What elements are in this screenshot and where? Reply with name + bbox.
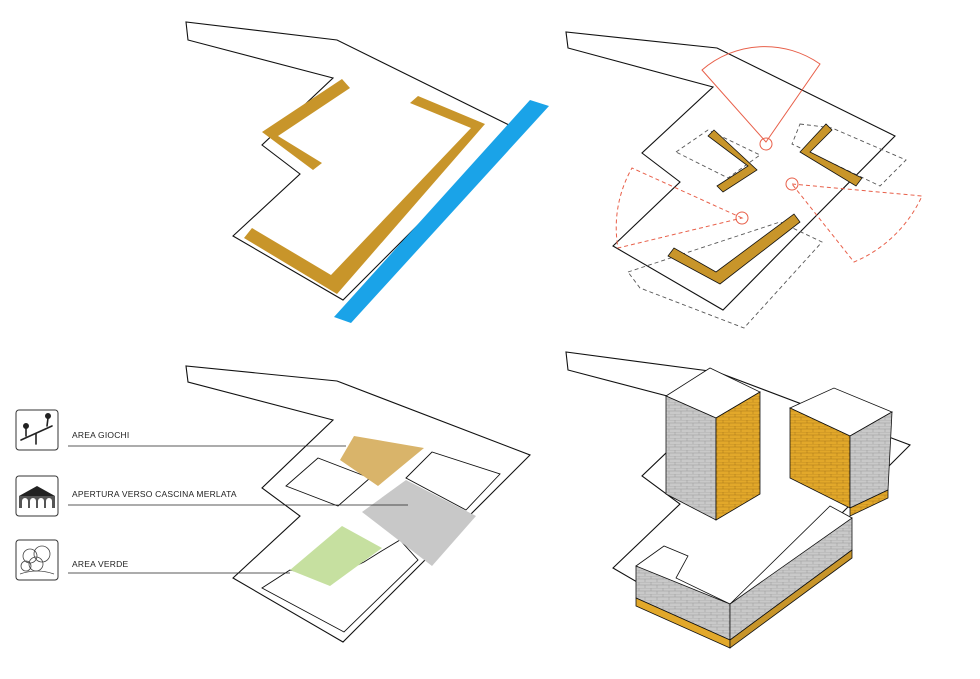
legend-item-area-giochi: AREA GIOCHI: [15, 409, 129, 451]
seesaw-playground-icon: [15, 409, 59, 451]
legend-item-apertura: APERTURA VERSO CASCINA MERLATA: [15, 475, 237, 517]
panel-functional-areas: AREA GIOCHI APERTURA VERSO CASCINA MERLA…: [15, 365, 531, 643]
building-edge-east: [244, 96, 485, 294]
apertura-cascina-zone: [362, 480, 476, 566]
panel-massing: [565, 351, 911, 649]
legend-leader-lines: [68, 445, 408, 574]
canal-strip: [334, 100, 549, 323]
view-cone-west: [615, 167, 744, 249]
view-cone-east: [790, 183, 923, 263]
dashed-building-footprints: [627, 123, 907, 329]
building-volumes: [667, 123, 863, 285]
building-edge-north-west: [262, 79, 350, 170]
footprint-east: [405, 451, 501, 511]
view-cone-markers: [615, 46, 923, 263]
view-cone-north: [701, 46, 821, 143]
legend-item-area-verde: AREA VERDE: [15, 539, 128, 581]
site-lot-outline-3: [185, 365, 531, 643]
area-verde-zone: [290, 526, 382, 586]
legend-label: AREA GIOCHI: [72, 430, 129, 440]
panel-view-cones: [565, 31, 923, 329]
panel-site-edges: [185, 21, 549, 323]
slab-block: [635, 505, 853, 649]
tower-west: [665, 367, 761, 521]
tower-east: [789, 387, 893, 517]
legend-label: AREA VERDE: [72, 559, 128, 569]
legend-label: APERTURA VERSO CASCINA MERLATA: [72, 489, 237, 499]
site-lot-outline: [185, 21, 516, 301]
area-giochi-zone: [340, 436, 424, 486]
